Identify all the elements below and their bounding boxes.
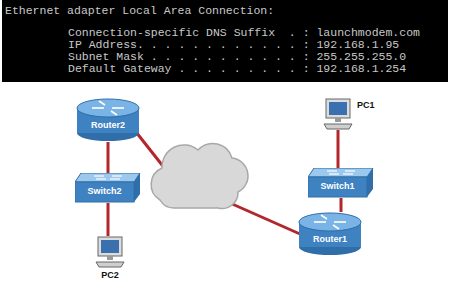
network-link <box>340 198 343 212</box>
console-window: Ethernet adapter Local Area Connection: C… <box>2 0 448 82</box>
router-icon: Router2 <box>76 98 140 142</box>
network-link <box>107 203 110 236</box>
cloud-link <box>230 203 300 234</box>
switch-icon: Switch2 <box>75 173 141 203</box>
cloud-shape <box>151 143 248 208</box>
console-line: IP Address. . . . . . . . . . . . : 192.… <box>68 39 448 51</box>
device-label: PC1 <box>357 99 377 111</box>
console-line: Default Gateway . . . . . . . . . : 192.… <box>68 63 448 75</box>
network-link <box>337 130 340 168</box>
device-label: Router1 <box>298 233 362 245</box>
device-shape <box>95 236 125 268</box>
device-label: Router2 <box>76 119 140 131</box>
console-heading: Ethernet adapter Local Area Connection: <box>5 5 448 17</box>
switch-icon: Switch1 <box>308 168 374 198</box>
console-line: Connection-specific DNS Suffix . : launc… <box>68 27 448 39</box>
router-icon: Router1 <box>298 212 362 256</box>
pc-icon: PC1 <box>323 98 377 130</box>
console-line: Subnet Mask . . . . . . . . . . . : 255.… <box>68 51 448 63</box>
device-label: Switch2 <box>75 185 141 197</box>
device-shape <box>323 98 353 130</box>
pc-icon: PC2 <box>95 236 125 281</box>
device-label: PC2 <box>95 269 125 281</box>
device-label: Switch1 <box>308 180 374 192</box>
network-link <box>107 142 110 173</box>
